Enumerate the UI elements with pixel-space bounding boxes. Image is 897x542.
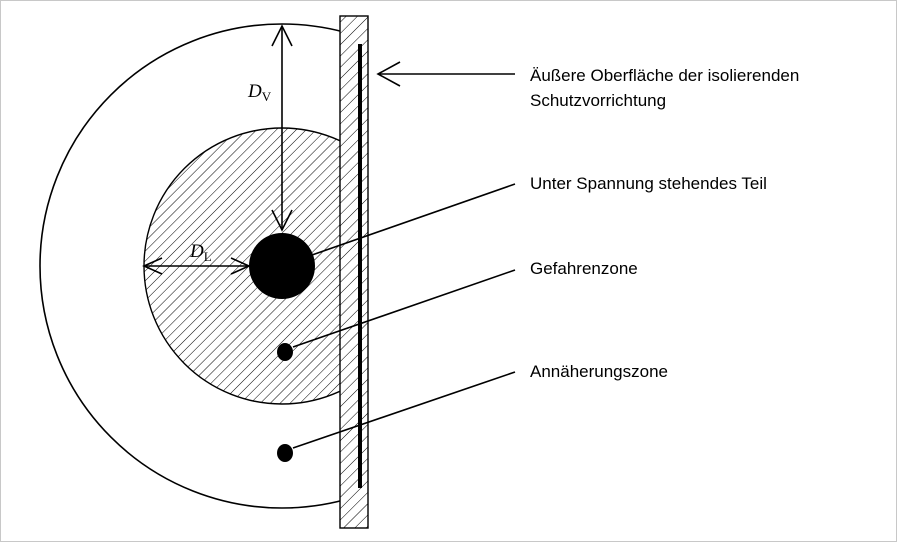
approach-zone-dot [277,444,293,462]
approach-zone-label: Annäherungszone [530,362,668,381]
approach-zone-leader [292,371,516,449]
dv-dimension-arrow [271,24,293,232]
live-part-label: Unter Spannung stehendes Teil [530,174,767,193]
live-part-leader [311,183,516,256]
danger-zone-label: Gefahrenzone [530,259,638,278]
dl-label: DL [189,241,212,264]
outer-surface-pointer [376,61,515,87]
live-part-circle [249,233,315,299]
insulating-barrier [339,15,369,529]
dv-label: DV [247,81,272,104]
outer-surface-label-line2: Schutzvorrichtung [530,91,666,110]
outer-surface-label-line1: Äußere Oberfläche der isolierenden [530,66,799,85]
dl-dimension-arrow [142,257,251,275]
danger-zone-dot [277,343,293,361]
danger-zone-leader [292,269,516,348]
